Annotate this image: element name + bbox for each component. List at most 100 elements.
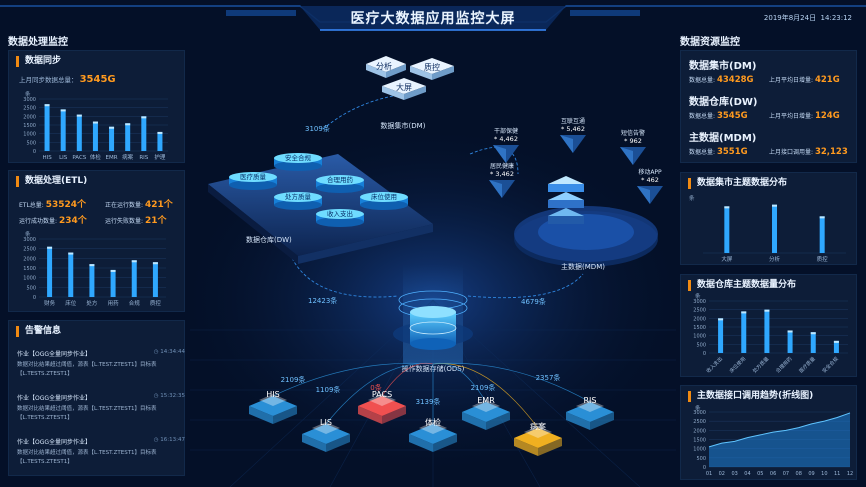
y-tick-label: 2500 [693,308,706,314]
axis-unit-label: 条 [695,404,701,412]
x-tick-label: 财务 [44,299,56,307]
etl-bar-chart: 条300025002000150010005000财务床位处方用药合规质控 [23,230,166,307]
y-tick-label: 500 [26,285,36,291]
etl-running-label: 正在运行数量: [105,202,144,209]
ods-storage[interactable] [393,264,473,364]
mdm-platform[interactable] [514,176,658,267]
etl-total-label: ETL总量: [19,202,44,209]
dm-block-label: 质控 [424,62,440,72]
bar [741,311,747,353]
dm-block-analysis[interactable]: 分析 [366,56,406,78]
y-tick-label: 2500 [23,247,36,253]
alert-item[interactable]: 作业【OGG全量同步作业】◷ 14:34:44 数据对比结果超过阈值，源表【L.… [17,349,185,379]
alert-item[interactable]: 作业【OGG全量同步作业】◷ 15:32:35 数据对比结果超过阈值，源表【L.… [17,393,185,423]
y-tick-label: 500 [696,456,706,462]
x-tick-label: HIS [42,155,52,161]
dw-platform[interactable] [208,154,433,264]
x-tick-label: 12 [847,471,853,477]
source-name: HIS [266,390,279,399]
dm-block-quality[interactable]: 质控 [410,58,454,80]
dm-dist-panel: 数据集市主题数据分布 条大屏分析质控 [680,172,857,265]
y-tick-label: 1500 [693,438,706,444]
y-tick-label: 2000 [693,316,706,322]
bar-cap [718,318,724,321]
x-tick-label: 质控 [817,255,829,263]
source-node[interactable]: RIS [566,396,614,430]
dw-block-label: 床位使用 [371,192,397,201]
bar-cap [125,123,131,126]
y-tick-label: 1000 [693,334,706,340]
x-tick-label: 06 [770,471,776,477]
source-node[interactable]: 病案 [514,421,562,456]
dw-label: 数据仓库(DW) [246,235,292,244]
y-tick-label: 1500 [23,123,36,129]
sync-summary-label: 上月同步数据总量： [19,76,78,84]
mdm-item[interactable]: 移动APP* 462 [637,168,663,204]
bar-cap [131,260,137,263]
dw-block[interactable]: 医疗质量 [229,172,277,190]
dw-block[interactable]: 合理用药 [316,175,364,193]
bar-cap [110,269,116,272]
mdm-item[interactable]: 短信告警* 962 [620,129,646,165]
x-tick-label: PACS [72,155,86,161]
x-tick-label: 合规 [129,299,141,307]
source-node[interactable]: 体检 [409,417,457,452]
etl-running-value: 421个 [144,200,173,210]
bar [76,114,82,151]
dw-block[interactable]: 收入支出 [316,209,364,227]
etl-total: ETL总量: 53524个 [19,197,86,210]
x-tick-label: 08 [796,471,802,477]
x-tick-label: 分析 [769,255,781,263]
etl-title: 数据处理(ETL) [16,176,87,187]
source-name: PACS [372,390,392,399]
y-tick-label: 3000 [693,410,706,416]
source-node[interactable]: EMR [462,396,510,430]
bar [724,206,730,253]
flow-arc-dm [322,95,394,130]
alert-item[interactable]: 作业【OGG全量同步作业】◷ 16:13:47 数据对比结果超过阈值，源表【L.… [17,437,185,467]
bar [92,121,98,151]
dw-block[interactable]: 安全合规 [274,153,322,171]
mdm-item-label: 移动APP [638,168,662,176]
summary-b-label: 上月接口调用量: [769,149,814,156]
y-tick-label: 1500 [23,266,36,272]
summary-title: 数据仓库(DW) [689,97,758,108]
mdm-item[interactable]: 干部保健* 4,462 [493,127,519,163]
mdm-item[interactable]: 互联互通* 5,462 [560,117,586,153]
source-node[interactable]: HIS [249,390,297,424]
x-tick-label: 05 [757,471,763,477]
dw-block-label: 收入支出 [327,209,353,218]
x-tick-label: 医疗质量 [798,355,817,374]
source-link [272,362,434,397]
y-tick-label: 3000 [23,97,36,103]
x-tick-label: 04 [744,471,750,477]
bar-cap [44,104,50,107]
dm-block-screen[interactable]: 大屏 [382,78,426,100]
source-node[interactable]: LIS [302,418,350,452]
bar [60,109,66,151]
y-tick-label: 500 [696,342,706,348]
mdm-item[interactable]: 居民健康* 3,462 [489,162,515,198]
flow-label-dw: 12423条 [308,296,337,305]
bar [110,269,116,297]
axis-unit-label: 条 [695,293,701,300]
bar [125,123,131,151]
header: 医疗大数据应用监控大屏 2019年8月24日 14:23:12 [0,0,866,34]
alerts-panel: 告警信息 作业【OGG全量同步作业】◷ 14:34:44 数据对比结果超过阈值，… [8,320,185,476]
x-tick-label: 床位 [65,299,77,307]
dw-block[interactable]: 床位使用 [360,192,408,210]
y-tick-label: 0 [703,465,706,471]
mdm-item-value: * 3,462 [490,170,514,178]
x-tick-label: 病案 [122,153,134,161]
dw-block[interactable]: 处方质量 [274,192,322,210]
x-tick-label: 大屏 [721,255,733,263]
source-node[interactable]: PACS [358,390,406,424]
x-tick-label: 用药 [108,299,120,307]
trend-line [708,412,851,448]
bar [810,332,816,353]
source-name: 病案 [530,421,546,431]
